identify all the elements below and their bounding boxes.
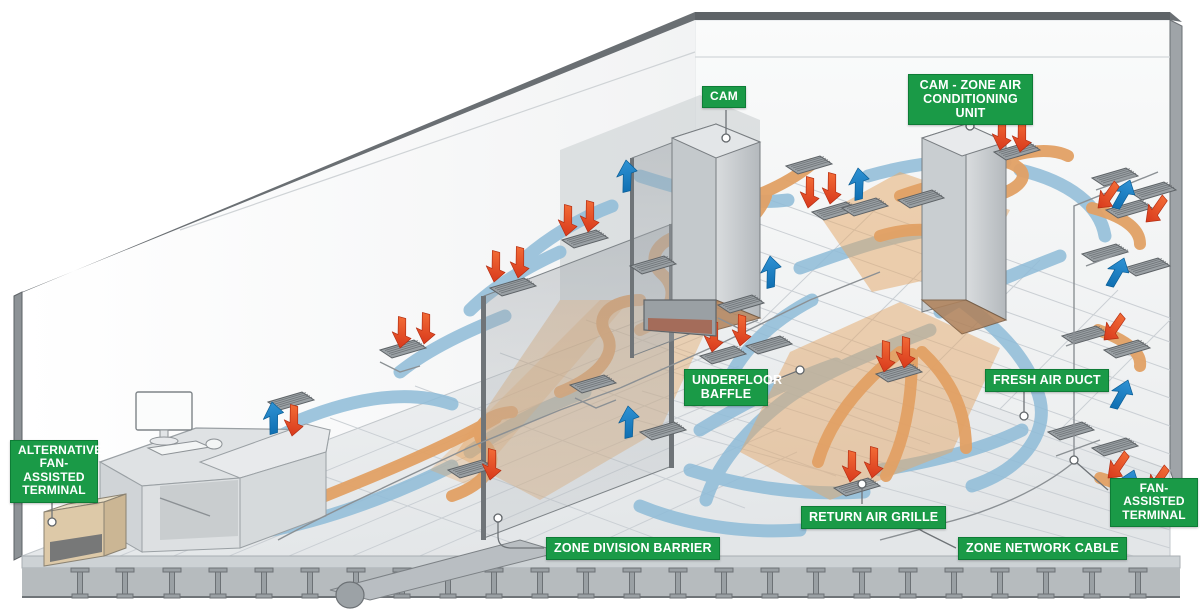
cool-path-left-upper [293, 390, 459, 427]
wall-reveal-line [179, 51, 696, 231]
monitor-screen [135, 391, 193, 431]
cool-path-mid-2 [463, 245, 567, 317]
warm-path-right-edge1 [1086, 202, 1146, 250]
cam-left-top [670, 123, 762, 159]
mouse [205, 438, 223, 450]
leader-dot-return-grille [857, 479, 867, 489]
cam-right-discharge [920, 299, 1008, 335]
floor-pedestals [70, 539, 1148, 609]
leader-dot-zone-barrier [493, 513, 503, 523]
ceiling-sliver [695, 12, 1170, 20]
alt-terminal-side [103, 493, 127, 557]
left-wall-edge [13, 291, 23, 561]
warm-path-rightcam-fan3 [916, 346, 972, 454]
desk-knee-shadow [160, 480, 238, 540]
callout-cam-zone-air-conditioning-unit[interactable]: CAM - ZONE AIR CONDITIONING UNIT [908, 74, 1033, 125]
callout-zone-division-barrier[interactable]: ZONE DIVISION BARRIER [546, 537, 720, 560]
callout-cam[interactable]: CAM [702, 86, 746, 109]
barrier-front-post-left [481, 296, 486, 540]
cool-path-right-4 [1013, 163, 1112, 243]
cam-unit-right [920, 123, 1008, 335]
leader-dot-alt-terminal [47, 517, 57, 527]
underfloor-baffle [643, 299, 717, 337]
callout-underfloor-baffle[interactable]: UNDERFLOOR BAFFLE [684, 369, 782, 406]
left-wall-top-edge [14, 12, 695, 296]
leader-dot-baffle [795, 365, 805, 375]
leader-dot-fan-terminal [1069, 455, 1079, 465]
barrier-rear-post [630, 158, 634, 358]
monitor-stand-base [149, 436, 179, 446]
alternative-fan-assisted-terminal-unit [43, 493, 127, 567]
right-wall-edge [1169, 19, 1183, 507]
warm-zone-right-lower [740, 302, 1000, 500]
underfloor-pipe [329, 539, 562, 609]
zone-network-cable [159, 171, 1159, 541]
cam-unit-left [670, 123, 762, 331]
cool-path-bottom-4 [633, 499, 807, 538]
leader-baffle [769, 369, 801, 383]
callout-zone-network-cable[interactable]: ZONE NETWORK CABLE [958, 537, 1127, 560]
cool-path-right-big [953, 293, 1048, 493]
baffle-perforation [648, 318, 712, 334]
callout-fresh-air-duct[interactable]: FRESH AIR DUCT [985, 369, 1109, 392]
leader-dot-fresh-air [1019, 411, 1029, 421]
barrier-front-post-right [669, 224, 674, 468]
leader-dot-cam [721, 133, 731, 143]
leader-fan-terminal [1075, 461, 1109, 491]
callout-fan-assisted-terminal[interactable]: FAN-ASSISTED TERMINAL [1110, 478, 1198, 528]
callout-return-air-grille[interactable]: RETURN AIR GRILLE [801, 506, 947, 529]
underfloor-plenum [22, 539, 1180, 609]
leader-zone-barrier [497, 520, 544, 549]
workstation [98, 391, 331, 553]
floor-grilles-and-arrows [159, 117, 1177, 541]
alt-terminal-grille [50, 534, 102, 562]
callout-alternative-fan-assisted-terminal[interactable]: ALTERNATIVE FAN-ASSISTED TERMINAL [10, 440, 102, 503]
